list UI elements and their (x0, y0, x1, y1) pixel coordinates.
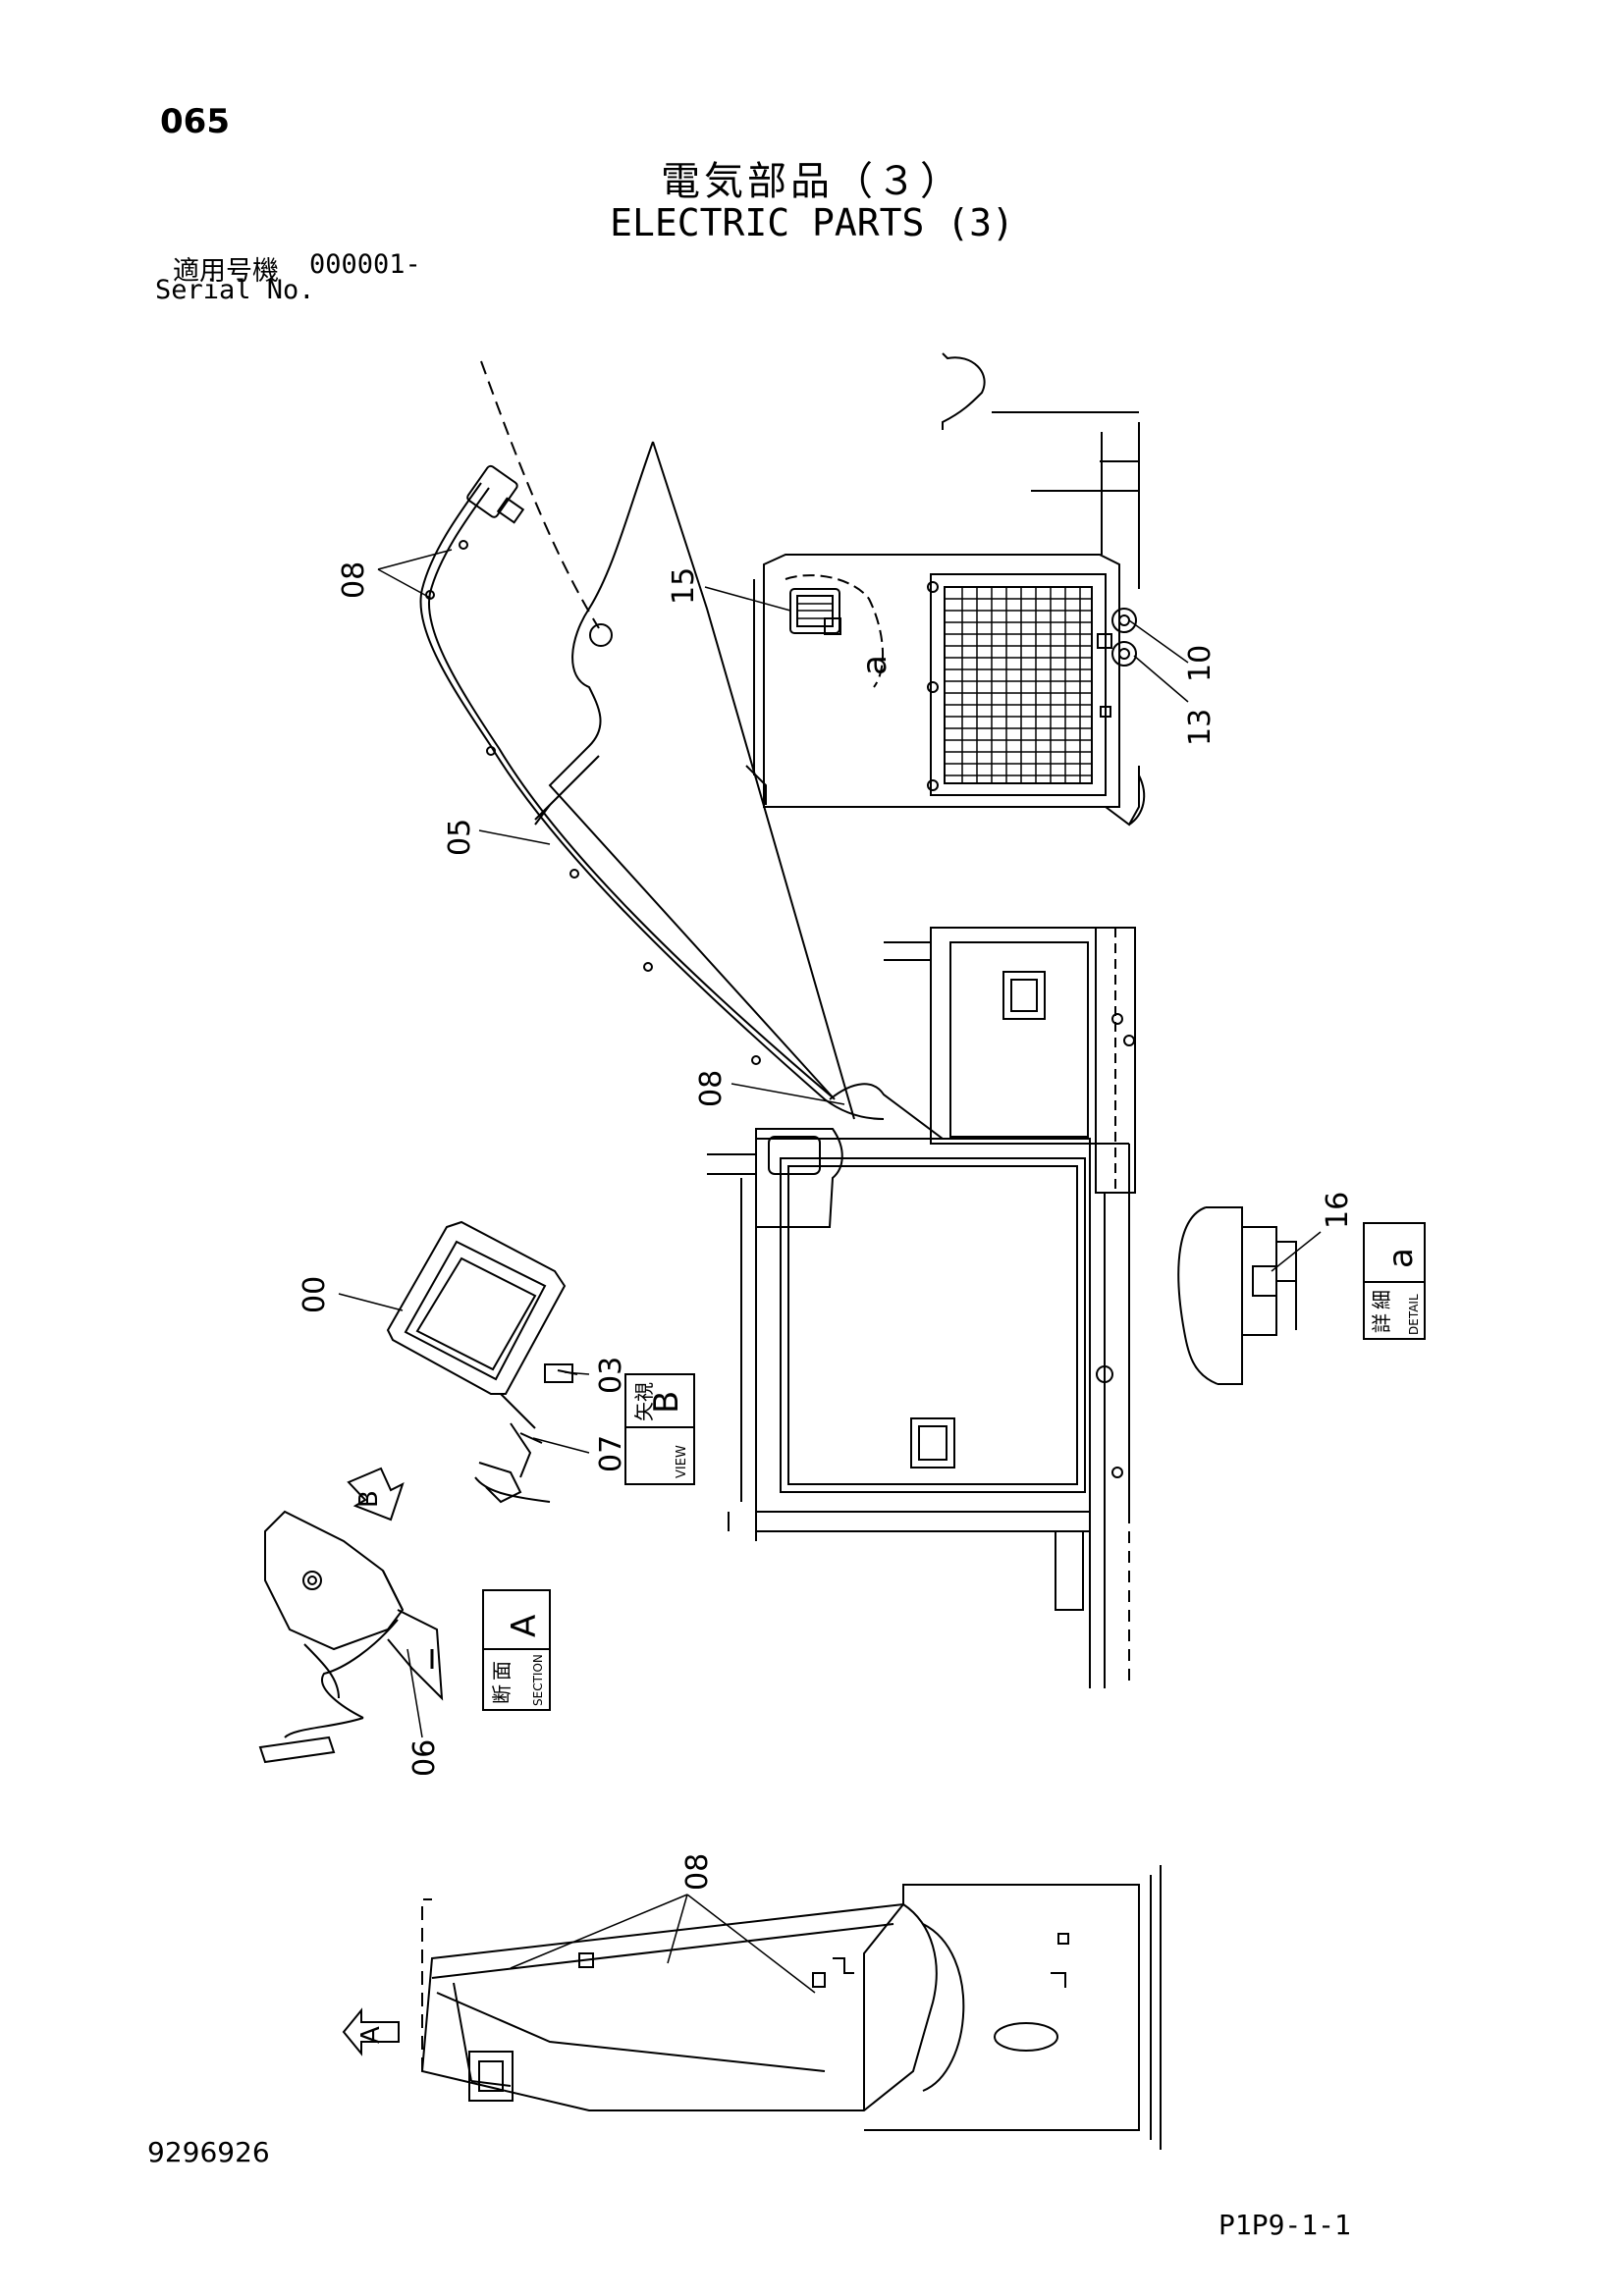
serial-label-english: Serial No. (155, 275, 315, 305)
leader-lines (338, 549, 1322, 1994)
section-a-japanese-2: 面 (490, 1661, 514, 1681)
view-b-arrow (347, 1467, 405, 1522)
section-a-japanese-1: 断 (490, 1684, 514, 1704)
callout-16: 16 (1321, 1192, 1355, 1229)
section-a-arrow-letter: A (356, 2026, 386, 2044)
section-a-english: SECTION (531, 1654, 545, 1706)
view-b-japanese-2: 視 (632, 1382, 656, 1402)
callout-08-top: 08 (337, 561, 371, 599)
work-light-section-a (258, 1510, 444, 1764)
callout-05: 05 (443, 819, 477, 856)
callout-06: 06 (407, 1739, 442, 1777)
detail-a-japanese-1: 詳 (1370, 1313, 1393, 1333)
callout-03: 03 (594, 1357, 628, 1394)
view-b-letter: B (647, 1391, 686, 1414)
page-title-english: ELECTRIC PARTS (3) (610, 201, 1014, 244)
detail-a-bracket (1177, 1206, 1297, 1385)
callout-00: 00 (298, 1276, 332, 1313)
detail-a-english: DETAIL (1407, 1294, 1421, 1335)
serial-value: 000001- (309, 249, 421, 280)
detail-a-japanese-2: 細 (1370, 1290, 1393, 1309)
serial-label-japanese: 適用号機 (173, 256, 279, 287)
view-b-english: VIEW (675, 1445, 689, 1478)
view-b-arrow-letter: B (354, 1490, 384, 1508)
work-light-view-b (386, 1220, 578, 1504)
label-boxes (482, 1222, 1426, 1711)
boom-outline (480, 360, 855, 1120)
radiator-assembly (745, 352, 1146, 827)
page-code: P1P9-1-1 (1218, 2209, 1351, 2241)
section-a-arrow (342, 2007, 400, 2056)
boom-harness (419, 464, 944, 1140)
detail-a-letter: a (855, 655, 894, 675)
section-a-letter: A (505, 1615, 544, 1637)
callout-08-mid: 08 (694, 1070, 729, 1107)
callout-15: 15 (667, 567, 701, 605)
callout-10: 10 (1183, 645, 1218, 682)
machine-body (707, 927, 1136, 1688)
page-title-japanese: 電気部品（３） (661, 159, 963, 204)
callout-07: 07 (594, 1435, 628, 1472)
callout-08-bottom: 08 (680, 1853, 715, 1891)
view-b-japanese-1: 矢 (632, 1402, 656, 1421)
callout-13: 13 (1183, 709, 1218, 746)
page-number: 065 (160, 102, 230, 141)
detail-a-box-letter: a (1381, 1248, 1421, 1268)
bottom-side-view (420, 1865, 1162, 2150)
drawing-number: 9296926 (147, 2136, 270, 2168)
